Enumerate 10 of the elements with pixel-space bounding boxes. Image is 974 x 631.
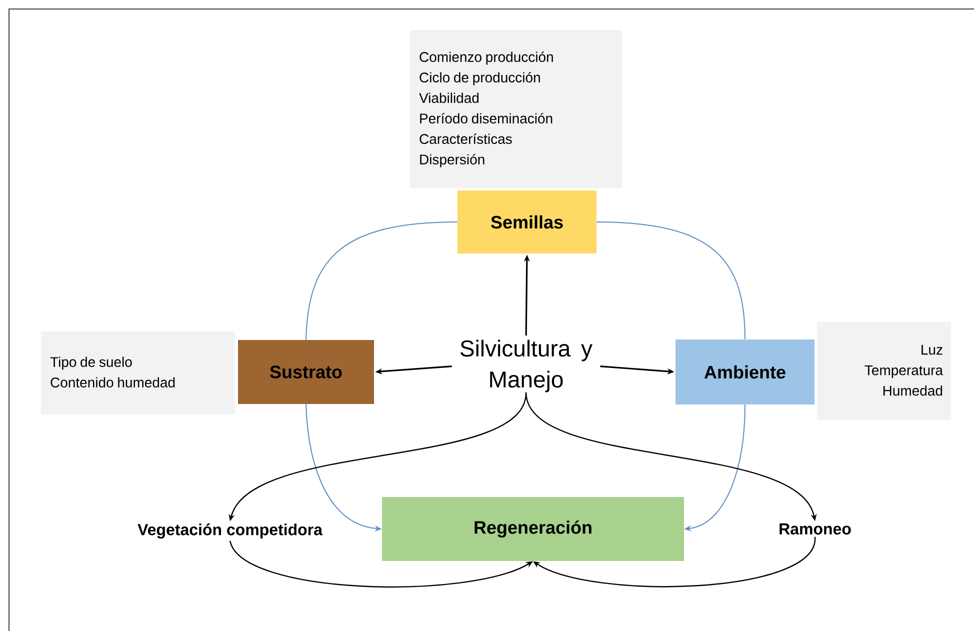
- node-text: Vegetación competidora: [138, 523, 323, 539]
- info-box: Luz Temperatura Humedad: [817, 322, 951, 420]
- process-box: Regeneración: [382, 496, 684, 561]
- info-box: Tipo de suelo Contenido humedad: [41, 331, 235, 414]
- process-box: Sustrato: [238, 340, 374, 404]
- info-box: Comienzo producción Ciclo de producción Viabilidad Período diseminación Características Dispersión: [410, 30, 622, 188]
- node-text: Ramoneo: [780, 523, 851, 535]
- process-box: Ambiente: [676, 340, 814, 404]
- center-text: Silvicultura y Manejo: [460, 340, 592, 392]
- process-box: Semillas: [458, 190, 596, 254]
